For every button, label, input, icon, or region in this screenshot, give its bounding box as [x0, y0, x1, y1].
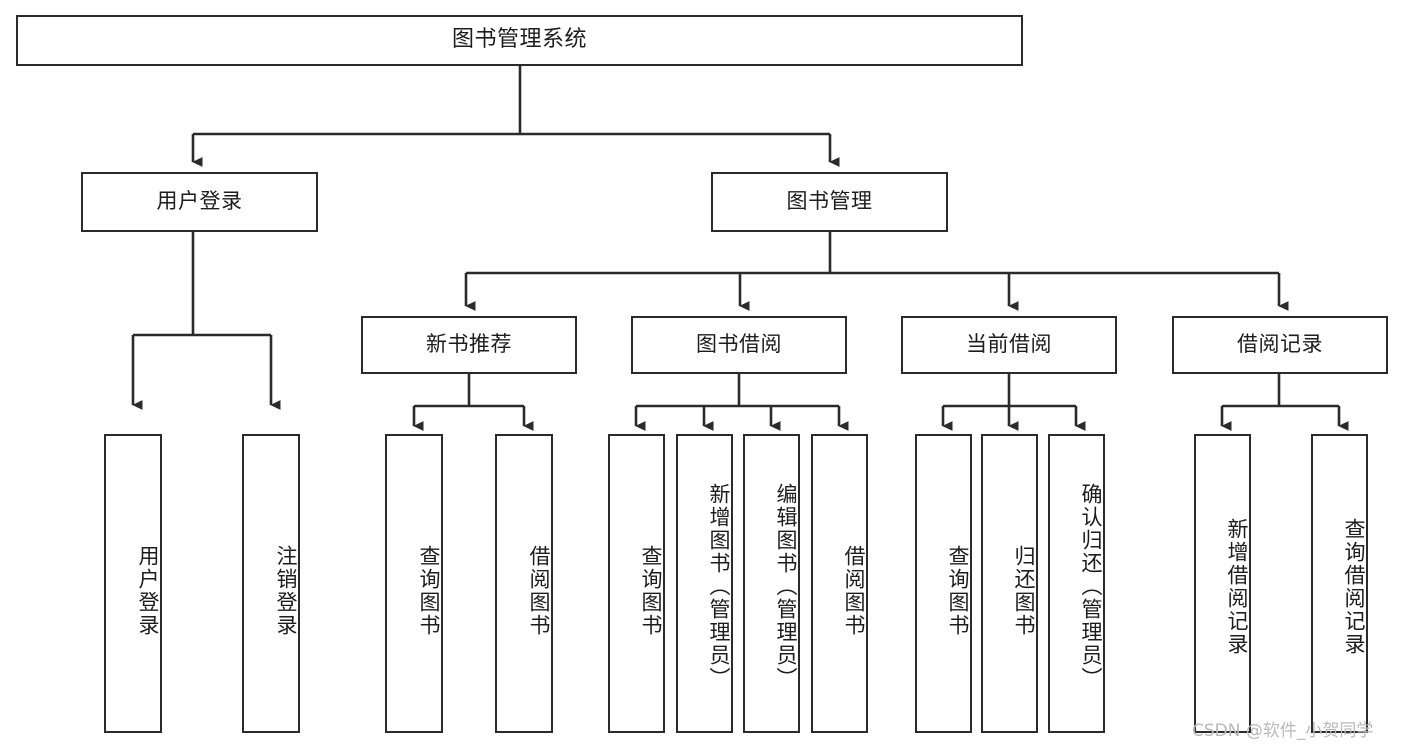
leaf-new-book-query-book[interactable]: 查询图书: [385, 434, 443, 733]
node-user-login[interactable]: 用户登录: [81, 172, 318, 232]
leaf-user-login-logout[interactable]: 注销登录: [242, 434, 300, 733]
node-root-book-management-system[interactable]: 图书管理系统: [16, 15, 1023, 66]
leaf-book-borrow-borrow-book[interactable]: 借阅图书: [811, 434, 868, 733]
node-borrow-record[interactable]: 借阅记录: [1172, 316, 1388, 374]
leaf-book-borrow-query-book[interactable]: 查询图书: [608, 434, 665, 733]
leaf-current-borrow-query-book[interactable]: 查询图书: [915, 434, 972, 733]
leaf-current-borrow-confirm-return-admin[interactable]: 确认归还（管理员）: [1048, 434, 1105, 733]
leaf-new-book-borrow-book[interactable]: 借阅图书: [495, 434, 553, 733]
node-book-borrow[interactable]: 图书借阅: [631, 316, 847, 374]
leaf-user-login-login[interactable]: 用户登录: [104, 434, 162, 733]
node-current-borrow[interactable]: 当前借阅: [901, 316, 1117, 374]
leaf-borrow-record-add-record[interactable]: 新增借阅记录: [1194, 434, 1251, 733]
leaf-book-borrow-edit-book-admin[interactable]: 编辑图书（管理员）: [743, 434, 800, 733]
csdn-watermark: CSDN @软件_小贺同学: [1192, 721, 1374, 741]
leaf-book-borrow-add-book-admin[interactable]: 新增图书（管理员）: [676, 434, 733, 733]
node-new-book-recommend[interactable]: 新书推荐: [361, 316, 577, 374]
leaf-borrow-record-query-record[interactable]: 查询借阅记录: [1311, 434, 1368, 733]
leaf-current-borrow-return-book[interactable]: 归还图书: [981, 434, 1038, 733]
node-book-management[interactable]: 图书管理: [711, 172, 948, 232]
